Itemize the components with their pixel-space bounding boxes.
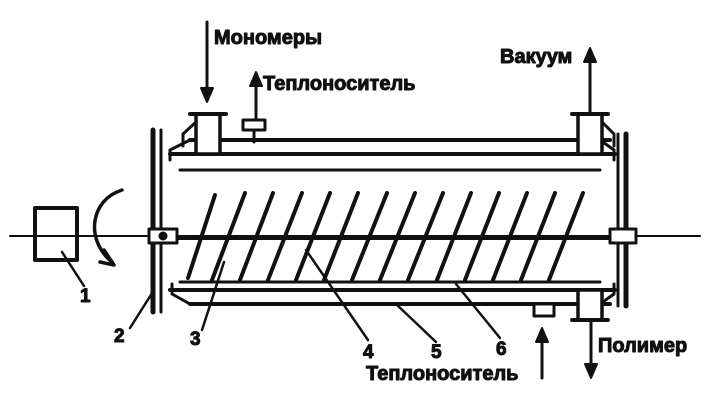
polymer-arrowhead <box>584 363 598 379</box>
label-coolant-out: Теплоноситель <box>263 73 415 95</box>
polymer-nozzle <box>576 288 604 322</box>
left-bearing-hub <box>158 231 168 241</box>
rotation-arrowhead <box>98 248 116 267</box>
number-1: 1 <box>80 286 91 307</box>
rotation-arrow <box>92 188 124 264</box>
leader-1 <box>60 250 86 288</box>
label-vacuum: Вакуум <box>500 46 572 68</box>
leader-6 <box>454 282 502 340</box>
number-2: 2 <box>114 326 125 347</box>
vacuum-arrowhead <box>583 47 597 63</box>
number-5: 5 <box>431 342 442 363</box>
vacuum-nozzle <box>576 112 604 156</box>
jacket-right-cap-bottom <box>598 282 616 306</box>
monomer-nozzle <box>194 112 222 156</box>
right-bearing <box>608 227 638 245</box>
label-coolant-in: Теплоноситель <box>366 363 518 385</box>
monomer-arrowhead <box>200 87 214 103</box>
monomer-nozzle-brace <box>181 120 198 148</box>
leader-4 <box>304 248 370 342</box>
screw-flights <box>186 191 585 282</box>
label-polymer: Полимер <box>598 335 687 357</box>
jacket-left-cap-top <box>168 138 192 162</box>
coolant-outlet-arrowhead <box>249 71 263 87</box>
number-6: 6 <box>496 339 507 360</box>
jacket-right-cap-top <box>598 138 616 162</box>
coolant-inlet-arrowhead <box>535 327 549 343</box>
motor <box>33 206 79 262</box>
leader-3 <box>200 260 226 332</box>
number-3: 3 <box>190 329 201 350</box>
label-monomers: Мономеры <box>214 27 322 49</box>
leader-5 <box>394 302 438 344</box>
number-4: 4 <box>363 342 374 363</box>
leader-2 <box>128 288 156 330</box>
vacuum-nozzle-brace <box>600 120 616 148</box>
coolant-inlet-valve <box>532 302 556 318</box>
jacket-left-cap-bottom <box>170 282 192 306</box>
